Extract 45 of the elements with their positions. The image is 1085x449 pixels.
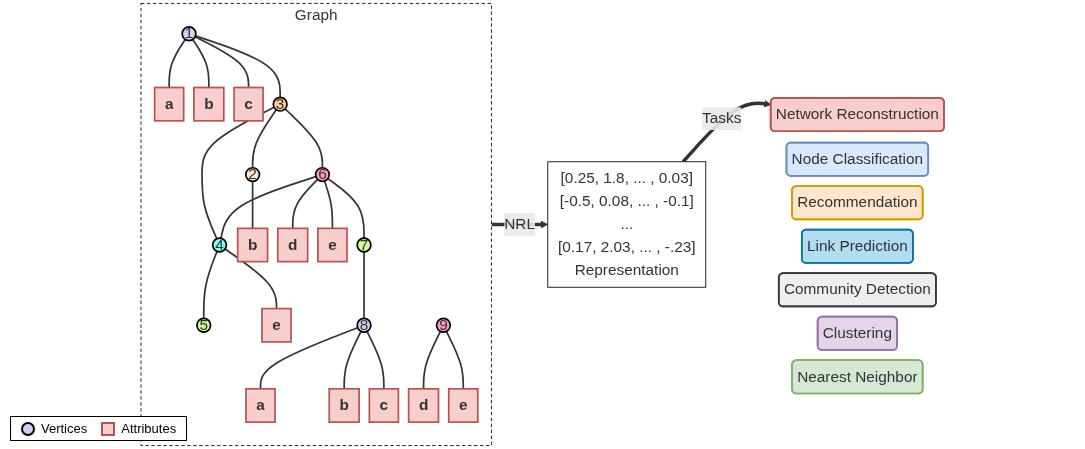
- connector: [327, 177, 365, 239]
- node-box: e: [447, 387, 479, 423]
- node-box: c: [233, 86, 264, 122]
- node-circle: 2: [244, 166, 261, 183]
- legend-text: Vertices: [41, 421, 88, 436]
- connector: [168, 38, 187, 89]
- node-box: a: [153, 86, 185, 122]
- node-box: b: [193, 86, 225, 122]
- connector: [191, 38, 210, 89]
- connector: [194, 35, 250, 89]
- connector: [220, 175, 317, 240]
- node-box: d: [276, 227, 309, 263]
- node-box: b: [328, 387, 360, 423]
- node-circle: 1: [181, 26, 197, 42]
- connector: [363, 250, 365, 320]
- node-box: d: [407, 387, 440, 423]
- node-box: e: [317, 227, 348, 263]
- connector: [201, 106, 275, 240]
- node-circle: 6: [314, 166, 331, 183]
- node-box: [0.25, 1.8, ... , 0.03] [-0.5, 0.08, ... , -0.1] ... [0.17, 2.03, ... , -.23] Representation: [547, 161, 707, 288]
- connector: [259, 326, 359, 390]
- connector: [251, 180, 254, 230]
- connector: [284, 108, 324, 169]
- node-box: b: [236, 227, 269, 263]
- node-circle: 3: [272, 96, 288, 112]
- node-circle: 4: [211, 237, 228, 253]
- node-circle: 9: [435, 317, 452, 333]
- edge-label: Tasks: [702, 109, 742, 127]
- connector: [422, 330, 442, 390]
- edge-label: NRL: [504, 215, 535, 233]
- connector: [445, 330, 465, 390]
- connector: [323, 180, 334, 230]
- node-box: e: [261, 307, 292, 343]
- connector: [202, 250, 218, 320]
- node-box: c: [368, 387, 400, 423]
- connector: [194, 35, 281, 99]
- node-box: a: [245, 387, 276, 423]
- connector: [343, 330, 362, 390]
- node-circle: 5: [196, 317, 212, 333]
- node-circle: 8: [356, 317, 372, 333]
- connector: [291, 178, 319, 230]
- connector: [366, 330, 385, 390]
- connector: [224, 248, 278, 310]
- node-circle: 7: [356, 237, 372, 253]
- connector: [251, 108, 278, 169]
